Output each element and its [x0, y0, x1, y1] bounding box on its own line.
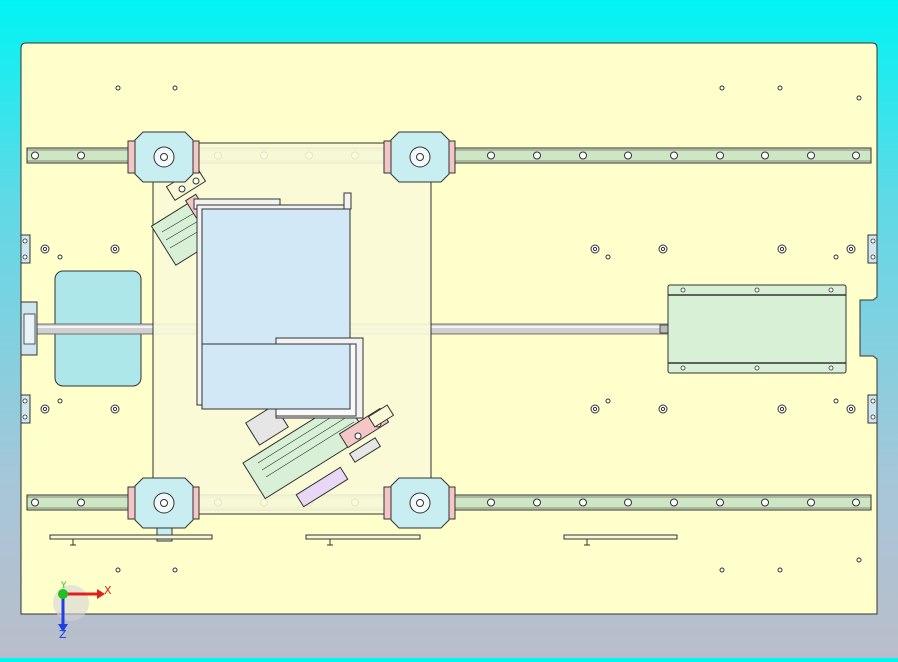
- plate-hole: [172, 85, 178, 91]
- plate-holes: [57, 85, 862, 573]
- plate-hole: [833, 398, 839, 404]
- side-clamp-right-upper: [867, 234, 878, 264]
- plate-hole: [57, 254, 63, 260]
- plate-hole: [719, 567, 725, 573]
- plate-hole: [777, 85, 783, 91]
- plate-hole: [605, 398, 611, 404]
- sensor-strip-right: [563, 534, 678, 540]
- bearing-block-bottom-left[interactable]: [127, 477, 200, 529]
- plate-hole: [777, 567, 783, 573]
- sensor-strip-left: [49, 534, 213, 540]
- plate-hole: [833, 254, 839, 260]
- side-clamps: [20, 234, 878, 424]
- bearing-block-top-left[interactable]: [127, 131, 200, 183]
- plate-hole: [57, 398, 63, 404]
- angled-motor-assembly: [242, 398, 395, 508]
- triad-z-label: Z: [59, 628, 67, 641]
- main-housing[interactable]: [193, 192, 364, 419]
- sensor-strip-middle: [305, 534, 421, 540]
- plate-hole: [719, 85, 725, 91]
- side-clamp-right-lower: [867, 394, 878, 424]
- bearing-block-top-right[interactable]: [383, 131, 456, 183]
- triad-y-label: Y: [60, 581, 67, 591]
- side-clamp-left-lower: [20, 394, 31, 424]
- bearing-block-bottom-right[interactable]: [383, 477, 456, 529]
- coordinate-triad: X Y Z: [53, 581, 112, 641]
- plate-hole: [115, 85, 121, 91]
- plate-hole: [856, 557, 862, 563]
- plate-hole: [856, 95, 862, 101]
- plate-hole: [605, 254, 611, 260]
- plate-hole: [115, 567, 121, 573]
- triad-x-label: X: [104, 584, 112, 597]
- linear-module[interactable]: [667, 284, 847, 374]
- limit-sensor-strips: [49, 534, 678, 546]
- plate-hole: [172, 567, 178, 573]
- plate-bolt-holes: [40, 244, 856, 414]
- side-clamp-left-upper: [20, 234, 31, 264]
